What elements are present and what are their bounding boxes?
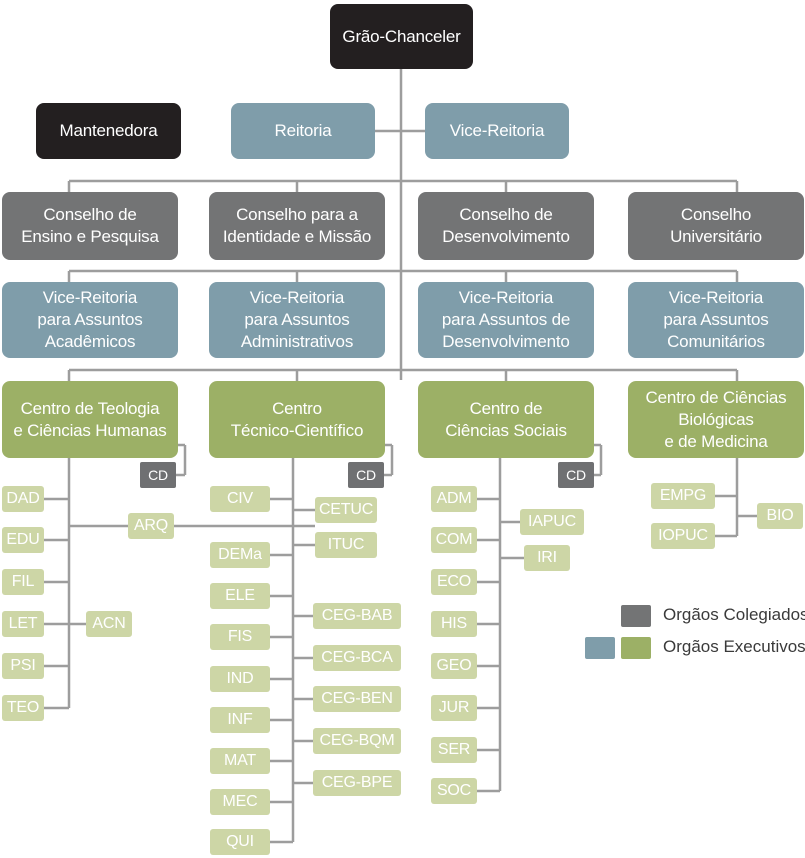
unit-ceg-bqm-box: CEG-BQM (313, 728, 401, 754)
conselho-identidade-missao-box: Conselho para a Identidade e Missão (209, 192, 385, 260)
dept-empg-box: EMPG (651, 483, 715, 509)
cd-ctc-box: CD (348, 462, 384, 488)
unit-bio-box: BIO (757, 503, 803, 529)
dept-mat-box: MAT (210, 748, 270, 774)
unit-iapuc-box: IAPUC (520, 509, 584, 535)
legend-swatch-gray (621, 605, 651, 627)
dept-dema-box: DEMa (210, 542, 270, 568)
dept-ele-box: ELE (210, 583, 270, 609)
cd-ccs-box: CD (558, 462, 594, 488)
unit-ituc-box: ITUC (315, 532, 377, 558)
dept-edu-box: EDU (2, 527, 44, 553)
unit-cetuc-box: CETUC (315, 497, 377, 523)
dept-fil-box: FIL (2, 569, 44, 595)
dept-geo-box: GEO (431, 653, 477, 679)
dept-inf-box: INF (210, 707, 270, 733)
unit-ceg-ben-box: CEG-BEN (313, 686, 401, 712)
dept-ser-box: SER (431, 737, 477, 763)
dept-jur-box: JUR (431, 695, 477, 721)
unit-arq-box: ARQ (128, 513, 174, 539)
legend-collegiate-label: Orgãos Colegiados (663, 605, 805, 624)
centro-ctc-box: Centro Técnico-Científico (209, 381, 385, 458)
vr-administrativos-box: Vice-Reitoria para Assuntos Administrati… (209, 282, 385, 358)
vr-academicos-box: Vice-Reitoria para Assuntos Acadêmicos (2, 282, 178, 358)
cd-ctch-box: CD (140, 462, 176, 488)
unit-ceg-bca-box: CEG-BCA (313, 645, 401, 671)
vr-comunitarios-box: Vice-Reitoria para Assuntos Comunitários (628, 282, 804, 358)
centro-ccbm-box: Centro de Ciências Biológicas e de Medic… (628, 381, 804, 458)
reitoria-box: Reitoria (231, 103, 375, 159)
dept-qui-box: QUI (210, 829, 270, 855)
legend-swatch-blue (585, 637, 615, 659)
dept-dad-box: DAD (2, 486, 44, 512)
dept-let-box: LET (2, 611, 44, 637)
vice-reitoria-box: Vice-Reitoria (425, 103, 569, 159)
dept-fis-box: FIS (210, 624, 270, 650)
grao-chanceler-box: Grão-Chanceler (330, 4, 473, 69)
centro-ctch-box: Centro de Teologia e Ciências Humanas (2, 381, 178, 458)
unit-ceg-bpe-box: CEG-BPE (313, 770, 401, 796)
unit-ceg-bab-box: CEG-BAB (313, 603, 401, 629)
centro-ccs-box: Centro de Ciências Sociais (418, 381, 594, 458)
dept-com-box: COM (431, 527, 477, 553)
conselho-universitario-box: Conselho Universitário (628, 192, 804, 260)
vr-desenvolvimento-box: Vice-Reitoria para Assuntos de Desenvolv… (418, 282, 594, 358)
dept-his-box: HIS (431, 611, 477, 637)
dept-eco-box: ECO (431, 569, 477, 595)
conselho-desenvolvimento-box: Conselho de Desenvolvimento (418, 192, 594, 260)
conselho-ensino-pesquisa-box: Conselho de Ensino e Pesquisa (2, 192, 178, 260)
dept-mec-box: MEC (210, 789, 270, 815)
dept-ind-box: IND (210, 666, 270, 692)
legend-executive-label: Orgãos Executivos (663, 637, 805, 656)
dept-soc-box: SOC (431, 778, 477, 804)
dept-teo-box: TEO (2, 695, 44, 721)
mantenedora-box: Mantenedora (36, 103, 181, 159)
dept-adm-box: ADM (431, 486, 477, 512)
unit-acn-box: ACN (86, 611, 132, 637)
dept-civ-box: CIV (210, 486, 270, 512)
legend-swatch-green (621, 637, 651, 659)
unit-iri-box: IRI (524, 545, 570, 571)
dept-psi-box: PSI (2, 653, 44, 679)
dept-iopuc-box: IOPUC (651, 523, 715, 549)
